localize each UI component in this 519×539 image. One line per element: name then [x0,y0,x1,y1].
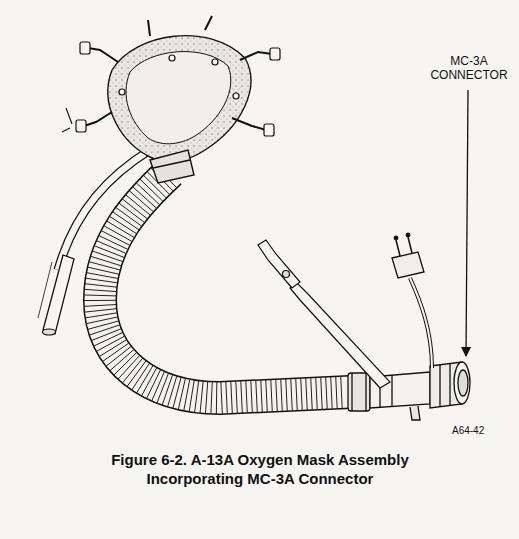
hose-ring [336,377,337,409]
figure-caption: Figure 6-2. A-13A Oxygen Mask Assembly I… [90,450,430,488]
hose-ring [326,377,327,409]
hose-ring [85,284,117,287]
hose-ring [331,377,332,409]
hose-ring [236,381,237,413]
hose-ring [91,329,121,341]
hose-ring [231,381,232,413]
hose-ring [226,382,227,414]
hose-ring [87,273,118,279]
hose-ring [286,379,287,411]
hose-ring [311,378,312,410]
hose-ring [84,305,116,307]
hose-ring [84,300,116,301]
hose-ring [168,376,177,407]
hose-ring [189,380,194,412]
hose-ring [211,382,212,414]
hose-ring [147,370,161,399]
hose-ring [316,378,317,410]
hose-ring [246,381,247,413]
hose-ring [266,380,267,412]
hose-ring [152,371,165,400]
hose-ring [341,376,342,408]
hose-ring [88,321,119,329]
hose-ring [94,246,124,258]
hose-ring [178,378,185,409]
communication-plug [392,233,432,368]
hose-ring [241,381,242,413]
hose-ring [195,381,199,413]
hose-ring [216,382,217,414]
leader-arrow [466,90,468,356]
hose-ring [251,381,252,413]
figure-number: A64-42 [452,424,502,438]
hose-ring [91,256,122,265]
hose-strap [258,240,390,388]
oxygen-mask [62,16,280,183]
hose-ring [261,380,262,412]
hose-ring [276,379,277,411]
hose-ring [205,382,207,414]
hose-ring [321,377,322,409]
hose-ring [306,378,307,410]
hose-ring [85,309,117,312]
hose-ring [271,380,272,412]
hose-ring [301,378,302,410]
hose-ring [221,382,222,414]
hose-ring [184,379,190,410]
hose-ring [88,267,119,274]
hose-ring [157,373,169,403]
hose-ring [256,380,257,412]
hose-ring [84,294,116,296]
corrugated-hose [84,164,350,413]
hose-ring [86,278,118,283]
hose-ring [92,251,122,262]
hose-ring [97,241,126,254]
hose-ring [281,379,282,411]
hose-ring [291,379,292,411]
hose-ring [296,378,297,410]
hose-ring [200,381,203,413]
hose-ring [89,325,119,335]
hose-ring [84,289,116,291]
hose-ring [99,236,128,250]
hose-ring [85,313,117,318]
hose-ring [162,375,172,405]
callout-label: MC-3A CONNECTOR [428,54,510,82]
